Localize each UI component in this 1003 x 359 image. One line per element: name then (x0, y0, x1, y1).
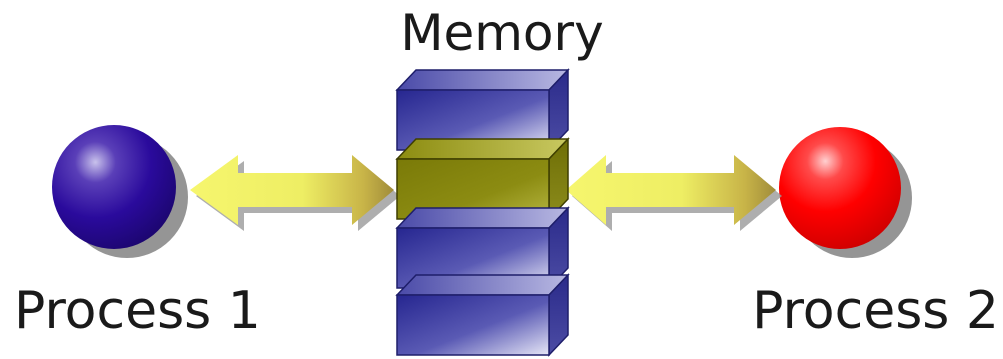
memory-block-4 (395, 273, 570, 357)
left-double-arrow-icon (190, 155, 400, 231)
memory-block-1 (395, 68, 570, 152)
right-double-arrow-icon (566, 155, 782, 231)
process-1-sphere-icon (52, 125, 188, 258)
memory-title: Memory (400, 4, 603, 62)
memory-block-2-shared (395, 137, 570, 221)
process-2-sphere-icon (779, 127, 912, 258)
process-2-label: Process 2 (752, 281, 999, 341)
process-1-label: Process 1 (14, 281, 261, 341)
